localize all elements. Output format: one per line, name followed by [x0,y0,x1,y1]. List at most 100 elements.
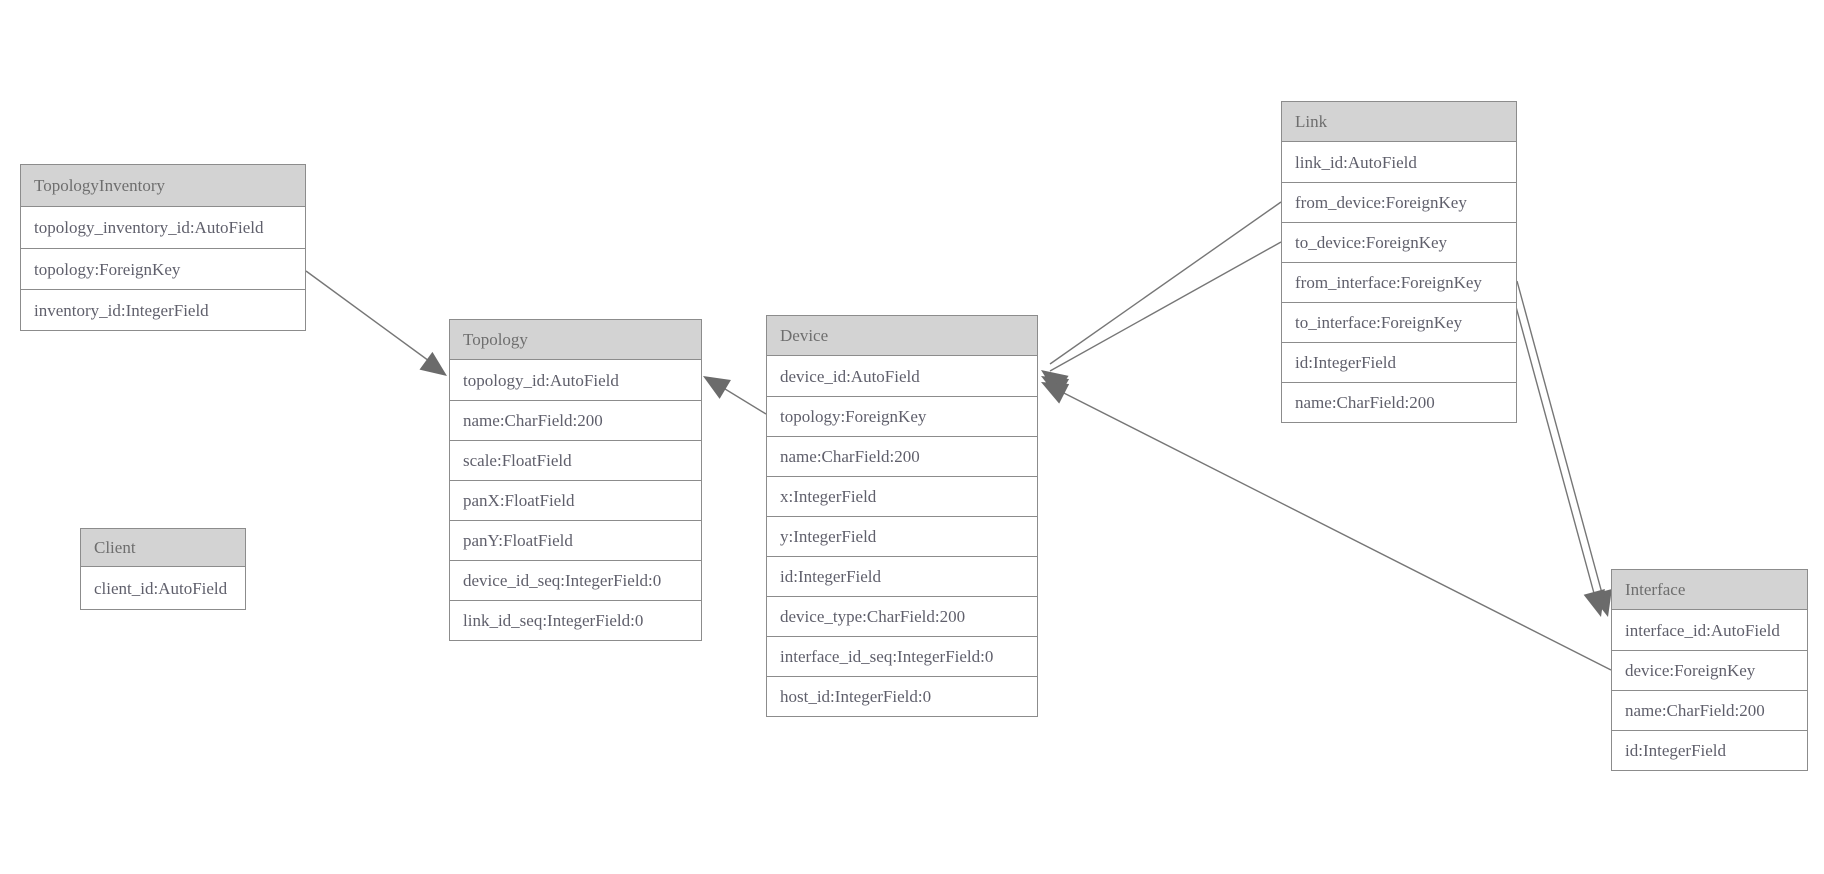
entity-header-client: Client [81,529,245,567]
entity-field-label: topology_inventory_id:AutoField [34,218,264,237]
entity-interface[interactable]: Interface interface_id:AutoField device:Fo… [1611,569,1808,771]
relationship-line [1049,385,1612,671]
entity-field-row[interactable]: device:ForeignKey [1612,650,1807,690]
entity-field-row[interactable]: x:IntegerField [767,476,1037,516]
entity-field-row[interactable]: id:IntegerField [767,556,1037,596]
entity-field-row[interactable]: topology:ForeignKey [767,396,1037,436]
entity-fields-interface: interface_id:AutoField device:ForeignKey n… [1612,610,1807,770]
entity-name-label: Link [1295,112,1328,131]
entity-header-topology_inventory: TopologyInventory [21,165,305,207]
entity-field-row[interactable]: name:CharField:200 [1282,382,1516,422]
entity-field-row[interactable]: device_type:CharField:200 [767,596,1037,636]
entity-field-label: to_device:ForeignKey [1295,233,1448,252]
entity-topology[interactable]: Topology topology_id:AutoField name:CharFi… [449,319,702,641]
rel-link-fromdevice-device[interactable] [1035,201,1282,394]
relationship-line [305,270,441,370]
entity-field-label: name:CharField:200 [1625,701,1765,720]
entity-header-link: Link [1282,102,1516,142]
entity-field-label: id:IntegerField [1625,741,1727,760]
entity-field-row[interactable]: link_id:AutoField [1282,142,1516,182]
entity-device[interactable]: Device device_id:AutoField topology:Foreig… [766,315,1038,717]
rel-link-tointerface-interface[interactable] [1508,280,1612,620]
entity-field-row[interactable]: interface_id:AutoField [1612,610,1807,650]
entity-topology_inventory[interactable]: TopologyInventory topology_inventory_id:A… [20,164,306,331]
rel-topologyinventory-topology[interactable] [305,270,453,385]
rel-device-topology[interactable] [697,367,767,415]
entity-field-row[interactable]: interface_id_seq:IntegerField:0 [767,636,1037,676]
entity-field-label: device_id_seq:IntegerField:0 [463,571,662,590]
relationship-arrowhead-icon [1041,376,1070,399]
entity-field-label: topology:ForeignKey [780,407,927,426]
entity-field-label: from_interface:ForeignKey [1295,273,1482,292]
entity-field-label: name:CharField:200 [463,411,603,430]
entity-field-row[interactable]: host_id:IntegerField:0 [767,676,1037,716]
entity-name-label: Client [94,538,136,557]
entity-field-row[interactable]: device_id:AutoField [767,356,1037,396]
entity-field-row[interactable]: link_id_seq:IntegerField:0 [450,600,701,640]
entity-field-label: inventory_id:IntegerField [34,300,209,320]
entity-field-row[interactable]: name:CharField:200 [450,400,701,440]
entity-field-row[interactable]: name:CharField:200 [767,436,1037,476]
entity-field-row[interactable]: to_interface:ForeignKey [1282,302,1516,342]
entity-fields-device: device_id:AutoField topology:ForeignKey na… [767,356,1037,716]
entity-field-row[interactable]: from_device:ForeignKey [1282,182,1516,222]
entity-fields-topology: topology_id:AutoField name:CharField:200 s… [450,360,701,640]
entity-field-label: device_id:AutoField [780,366,920,386]
entity-field-row[interactable]: id:IntegerField [1282,342,1516,382]
entity-field-row[interactable]: panY:FloatField [450,520,701,560]
entity-field-label: topology_id:AutoField [463,370,619,390]
entity-name-label: Topology [463,330,528,349]
entity-field-row[interactable]: device_id_seq:IntegerField:0 [450,560,701,600]
entity-header-topology: Topology [450,320,701,360]
relationship-arrowhead-icon [703,376,731,399]
entity-field-label: panY:FloatField [463,531,573,550]
entity-field-label: client_id:AutoField [94,578,228,598]
entity-field-row[interactable]: id:IntegerField [1612,730,1807,770]
relationship-arrowhead-icon [1583,589,1605,617]
entity-field-label: y:IntegerField [780,527,877,546]
entity-field-row[interactable]: panX:FloatField [450,480,701,520]
entity-field-label: interface_id:AutoField [1625,620,1780,640]
entity-field-row[interactable]: name:CharField:200 [1612,690,1807,730]
relationship-arrowhead-icon [1041,370,1069,394]
entity-field-label: link_id_seq:IntegerField:0 [463,611,644,630]
entity-field-row[interactable]: inventory_id:IntegerField [21,289,305,330]
entity-field-row[interactable]: to_device:ForeignKey [1282,222,1516,262]
entity-field-label: id:IntegerField [1295,353,1397,372]
entity-field-label: id:IntegerField [780,567,882,586]
entity-link[interactable]: Link link_id:AutoField from_device:Foreign… [1281,101,1517,423]
entity-fields-client: client_id:AutoField [81,567,245,609]
entity-field-label: device:ForeignKey [1625,661,1756,680]
entity-field-label: to_interface:ForeignKey [1295,313,1463,332]
entity-name-label: Interface [1625,580,1686,599]
rel-link-todevice-device[interactable] [1036,241,1282,399]
entity-field-label: name:CharField:200 [1295,393,1435,412]
relationship-line [1049,241,1282,372]
entity-client[interactable]: Client client_id:AutoField [80,528,246,610]
entity-field-row[interactable]: client_id:AutoField [81,567,245,609]
entity-field-row[interactable]: from_interface:ForeignKey [1282,262,1516,302]
entity-field-label: host_id:IntegerField:0 [780,687,932,706]
entity-field-row[interactable]: topology:ForeignKey [21,248,305,289]
relationship-line [1508,280,1599,609]
entity-field-row[interactable]: topology_id:AutoField [450,360,701,400]
entity-field-row[interactable]: scale:FloatField [450,440,701,480]
entity-field-row[interactable]: topology_inventory_id:AutoField [21,207,305,248]
relationship-line [711,380,767,415]
entity-field-label: from_device:ForeignKey [1295,193,1467,212]
entity-fields-topology_inventory: topology_inventory_id:AutoField topology:… [21,207,305,330]
entity-field-row[interactable]: y:IntegerField [767,516,1037,556]
rel-link-frominterface-interface[interactable] [1516,280,1619,620]
relationship-arrowhead-icon [1041,382,1070,404]
entity-name-label: TopologyInventory [34,176,166,195]
entity-field-label: topology:ForeignKey [34,259,181,279]
entity-field-label: interface_id_seq:IntegerField:0 [780,647,994,666]
entity-field-label: link_id:AutoField [1295,152,1417,172]
entity-header-interface: Interface [1612,570,1807,610]
entity-field-label: scale:FloatField [463,451,572,470]
entity-field-label: x:IntegerField [780,487,877,506]
entity-field-label: device_type:CharField:200 [780,607,966,626]
entity-field-label: name:CharField:200 [780,447,920,466]
entity-name-label: Device [780,326,829,345]
